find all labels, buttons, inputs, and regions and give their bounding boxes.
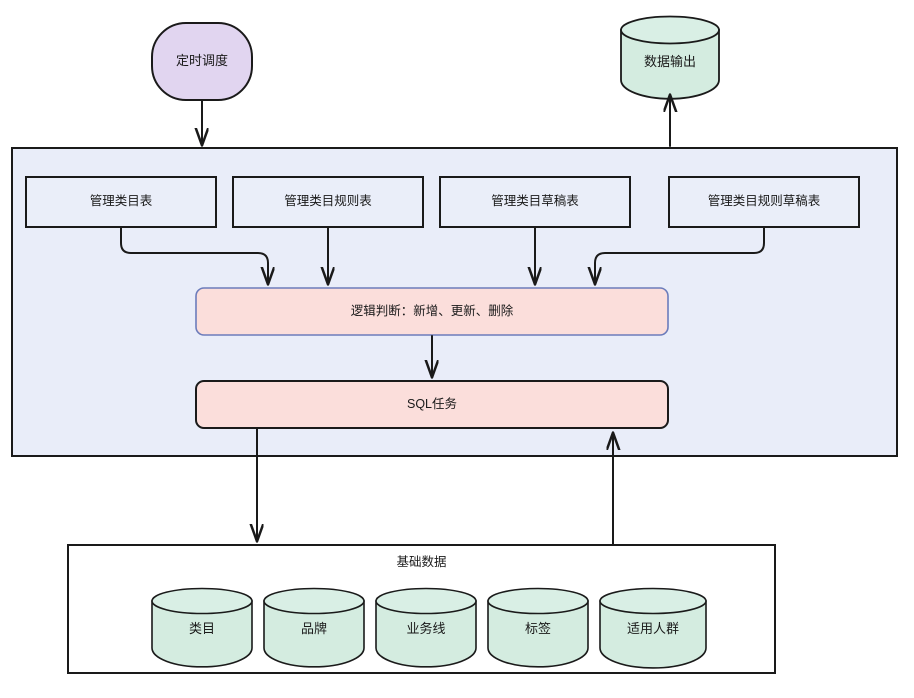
table-box-shape-2[interactable] [232, 176, 424, 228]
table-box-shape-1[interactable] [25, 176, 217, 228]
base-store-cylinder-1[interactable] [151, 587, 253, 668]
table-box-shape-4[interactable] [668, 176, 860, 228]
output-cylinder-shape[interactable] [620, 15, 720, 100]
table-box-shape-3[interactable] [439, 176, 631, 228]
sql-step-shape[interactable] [195, 380, 669, 429]
connector-table4-to-logic [595, 227, 765, 284]
base-store-cylinder-4[interactable] [487, 587, 589, 668]
base-store-cylinder-2[interactable] [263, 587, 365, 668]
base-store-cylinder-3[interactable] [375, 587, 477, 668]
connector-table1-to-logic [120, 227, 268, 284]
logic-step-shape[interactable] [195, 287, 669, 336]
scheduler-node-shape[interactable] [151, 22, 253, 101]
base-store-cylinder-5[interactable] [599, 587, 707, 669]
